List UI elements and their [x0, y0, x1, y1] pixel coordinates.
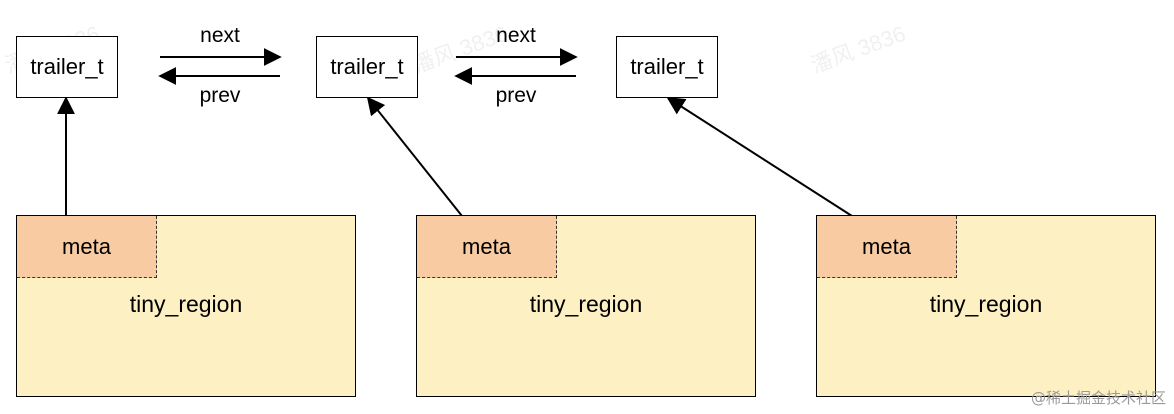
trailer-label: trailer_t [630, 54, 704, 79]
next-label: next [496, 24, 536, 47]
tiny-region-label: tiny_region [929, 291, 1043, 317]
credit-text: @稀土掘金技术社区 [1030, 389, 1166, 407]
tiny-region-node: meta tiny_region [16, 215, 356, 397]
tiny-region-label: tiny_region [129, 291, 243, 317]
tiny-region-node: meta tiny_region [816, 215, 1156, 397]
prev-label: prev [199, 84, 241, 107]
meta-to-trailer-arrow [366, 96, 463, 217]
trailer-node: trailer_t [16, 36, 118, 98]
trailer-node: trailer_t [316, 36, 418, 98]
trailer-node: trailer_t [616, 36, 718, 98]
next-label: next [200, 24, 240, 47]
tiny-region-label: tiny_region [529, 291, 643, 317]
meta-block: meta [417, 216, 557, 278]
meta-block: meta [17, 216, 157, 278]
meta-label: meta [62, 233, 111, 259]
meta-to-trailer-arrow [666, 97, 853, 217]
meta-label: meta [462, 233, 511, 259]
meta-label: meta [862, 233, 911, 259]
meta-block: meta [817, 216, 957, 278]
trailer-label: trailer_t [330, 54, 404, 79]
prev-label: prev [495, 84, 537, 107]
trailer-label: trailer_t [30, 54, 104, 79]
tiny-region-node: meta tiny_region [416, 215, 756, 397]
